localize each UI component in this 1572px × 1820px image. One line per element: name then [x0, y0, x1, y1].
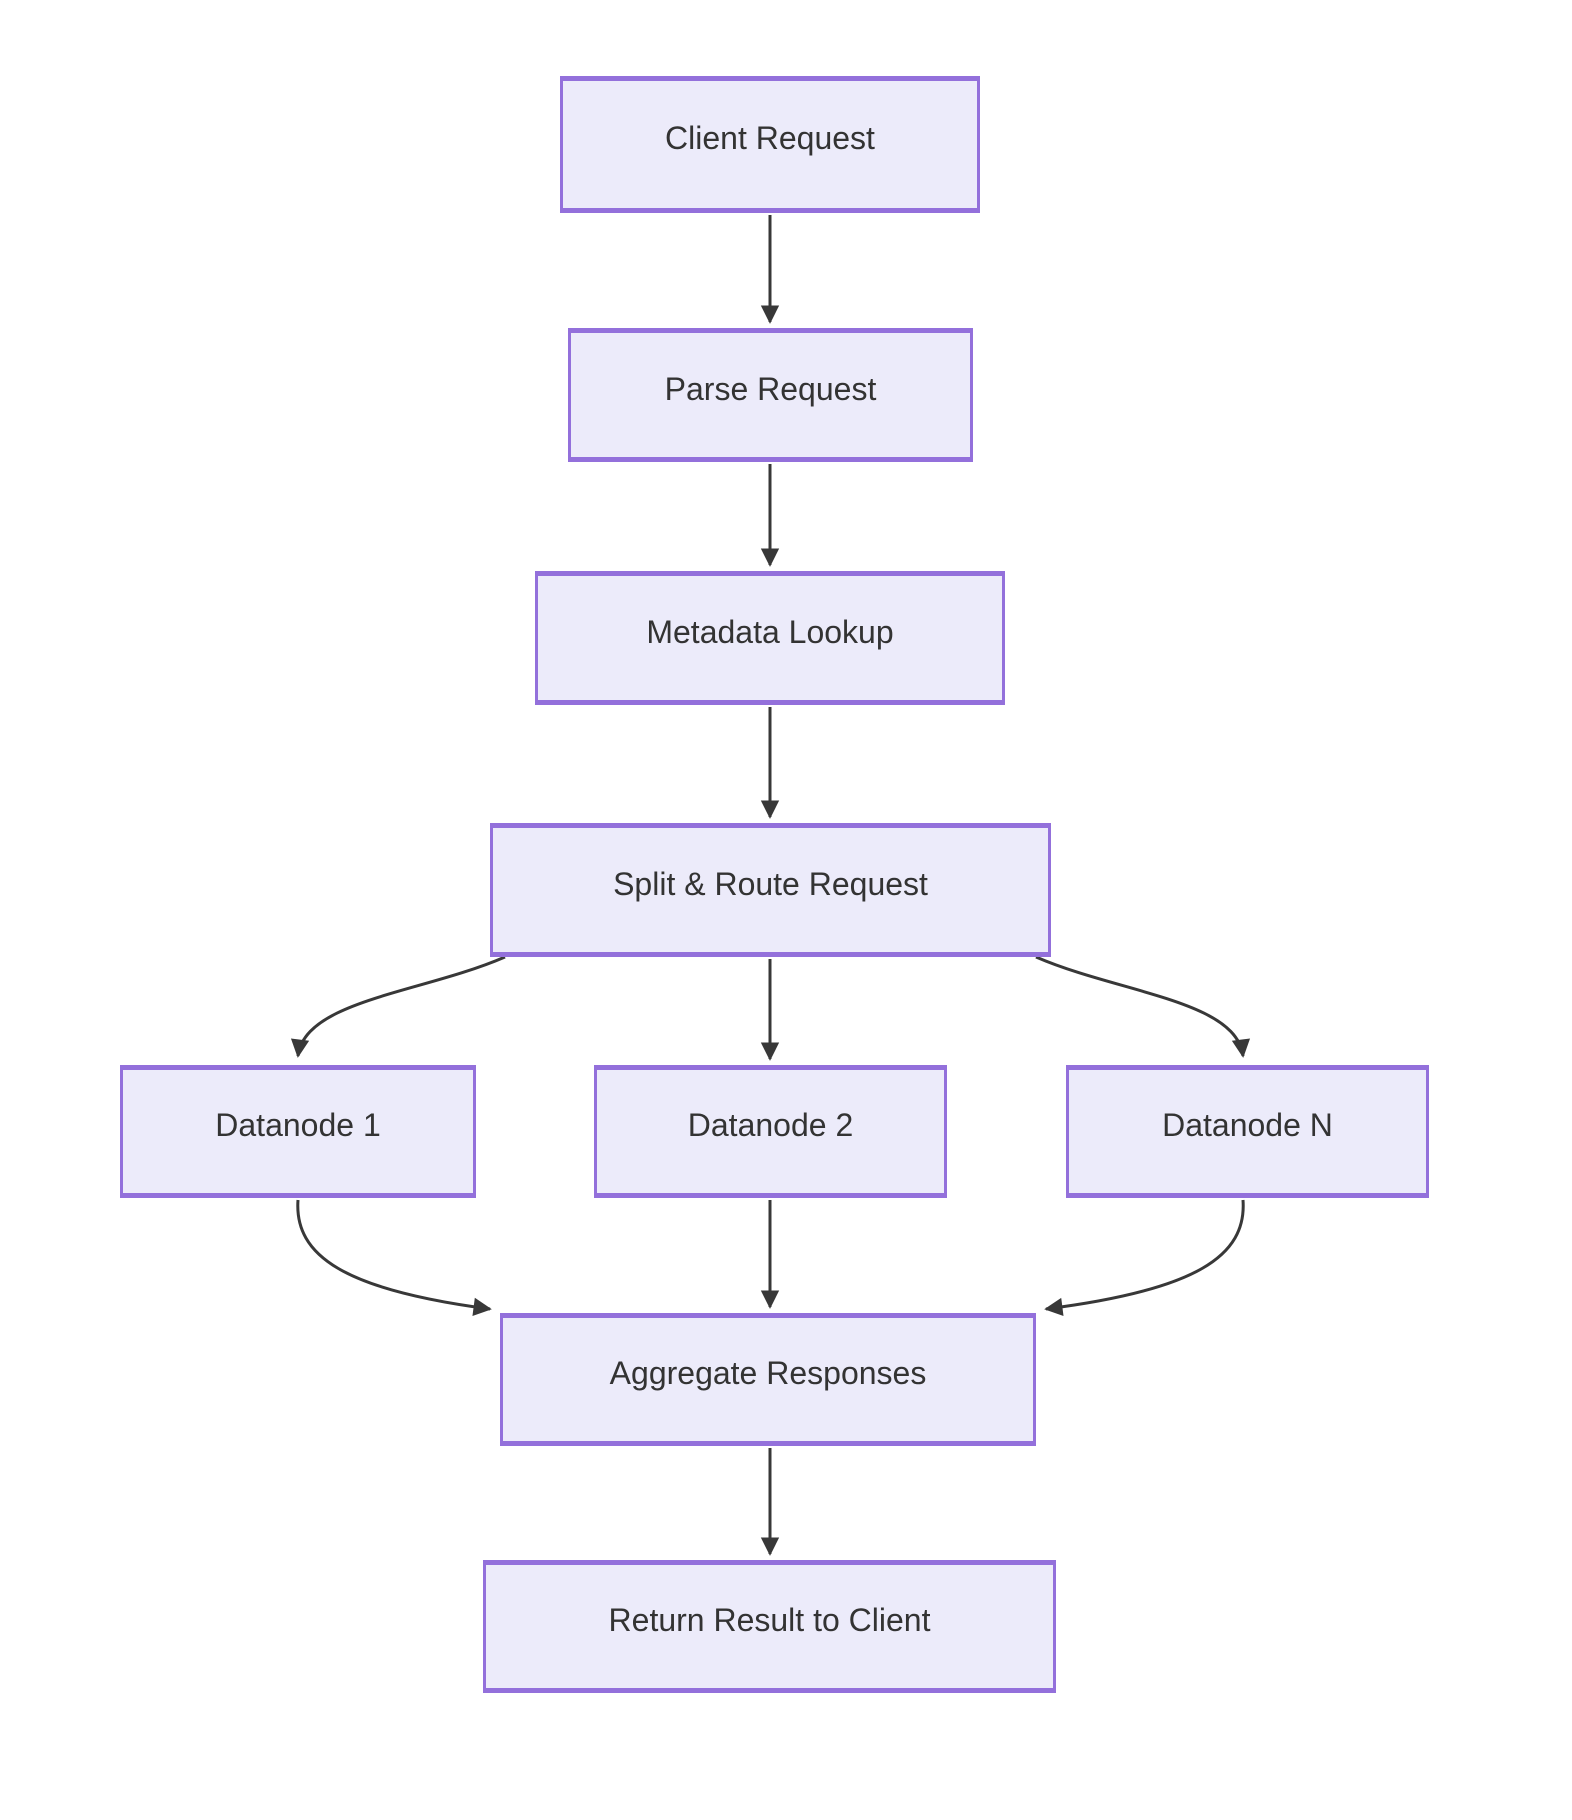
- edge-datanodeN-to-aggregate: [1044, 1199, 1245, 1317]
- node-client-request-label: Client Request: [665, 120, 875, 156]
- node-metadata-lookup-label: Metadata Lookup: [646, 613, 894, 650]
- node-datanode-n-label: Datanode N: [1162, 1107, 1333, 1143]
- node-datanode-n: Datanode N: [1066, 1065, 1429, 1198]
- node-parse-request-label: Parse Request: [664, 370, 877, 407]
- node-client-request: Client Request: [560, 76, 980, 213]
- node-datanode-2: Datanode 2: [594, 1065, 947, 1198]
- node-aggregate-responses-label: Aggregate Responses: [609, 1355, 927, 1391]
- edge-split-to-datanodeN: [1035, 955, 1251, 1058]
- edge-split-to-datanode1: [290, 955, 506, 1058]
- node-aggregate-responses: Aggregate Responses: [500, 1313, 1036, 1446]
- node-return-result-to-client-label: Return Result to Client: [608, 1602, 931, 1638]
- node-split-route-request: Split & Route Request: [490, 823, 1051, 957]
- node-datanode-1: Datanode 1: [120, 1065, 476, 1198]
- node-return-result-to-client: Return Result to Client: [483, 1560, 1056, 1693]
- node-parse-request: Parse Request: [568, 328, 973, 462]
- node-datanode-2-label: Datanode 2: [687, 1107, 854, 1143]
- edge-datanode1-to-aggregate: [296, 1199, 492, 1316]
- node-datanode-1-label: Datanode 1: [215, 1107, 381, 1143]
- node-metadata-lookup: Metadata Lookup: [535, 571, 1005, 705]
- node-split-route-request-label: Split & Route Request: [613, 865, 928, 902]
